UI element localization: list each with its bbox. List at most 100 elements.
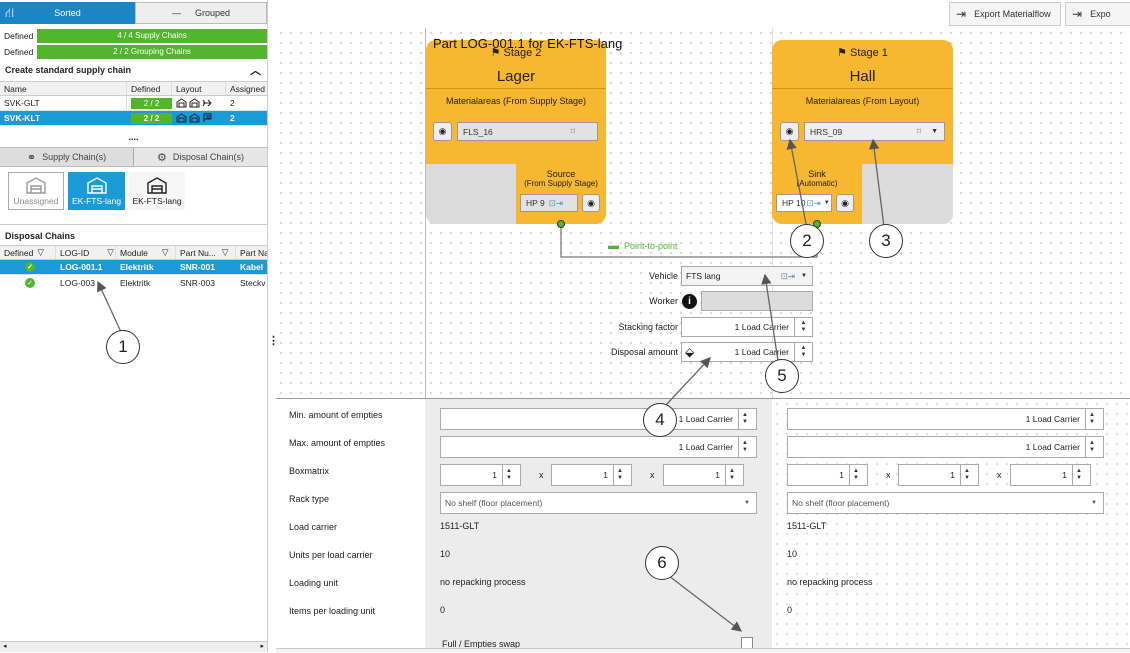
filter-icon[interactable]: ▽ [161, 247, 169, 257]
garage-icon [176, 98, 187, 108]
chevron-down-icon[interactable]: ▼ [801, 273, 807, 279]
stepper[interactable]: ▲▼ [1072, 465, 1090, 485]
min-empties-input[interactable]: 1 Load Carrier▲▼ [787, 408, 1104, 430]
transport-type[interactable]: ▬ Point-to-point [608, 240, 678, 252]
rack-type-select[interactable]: No shelf (floor placement)▼ [440, 492, 757, 514]
boxmatrix-x-input[interactable]: 1▲▼ [787, 464, 868, 486]
garage-icon [147, 177, 167, 194]
chevron-down-icon[interactable]: ▼ [823, 200, 830, 206]
garage-icon [86, 177, 107, 194]
part-title: Part LOG-001.1 for EK-FTS-lang [433, 36, 623, 51]
boxmatrix-y-input[interactable]: 1▲▼ [551, 464, 632, 486]
transfer-icon: ⊡⇥ [806, 197, 821, 208]
layout-unassigned[interactable]: Unassigned [8, 172, 64, 210]
target-icon[interactable]: ◉ [582, 194, 600, 212]
material-area-select[interactable]: FLS_16 ⌑ [457, 122, 598, 141]
stepper[interactable]: ▲▼ [794, 318, 812, 336]
chevron-up-icon[interactable]: ︿ [250, 65, 261, 77]
table-row[interactable]: ✓ LOG-003 Elektritk SNR-003 Steckv [0, 275, 267, 290]
source-block: Source (From Supply Stage) HP 9 ⊡⇥ ◉ [516, 164, 606, 224]
splitter-handle[interactable]: ⋮ [268, 335, 279, 347]
info-icon[interactable]: i [682, 294, 697, 309]
flag-icon [203, 113, 212, 122]
table-row[interactable]: ✓ LOG-001.1 Elektritk SNR-001 Kabel [0, 260, 267, 275]
worker-select[interactable] [701, 291, 813, 311]
arrow-up-icon: ▲ [800, 320, 807, 326]
material-areas-label: Materialareas (From Layout) [805, 96, 920, 106]
tab-disposal-chains[interactable]: ⚙ Disposal Chain(s) [134, 148, 267, 166]
create-supply-chain-header[interactable]: Create standard supply chain ︿ [0, 62, 267, 78]
stepper[interactable]: ▲▼ [725, 465, 743, 485]
stepper[interactable]: ▲▼ [1085, 437, 1103, 457]
max-empties-input[interactable]: 1 Load Carrier▲▼ [440, 436, 757, 458]
more-indicator: .... [128, 132, 139, 142]
stepper[interactable]: ▲▼ [849, 465, 867, 485]
filter-icon[interactable]: ▽ [221, 247, 229, 257]
chevron-down-icon[interactable]: ▼ [744, 500, 750, 506]
stage-hall[interactable]: ⚑ Stage 1 Hall Materialareas (From Layou… [772, 40, 953, 224]
supply-progress-bar: 4 / 4 Supply Chains [37, 28, 267, 43]
table-header: Name Defined Layout Assigned F [0, 81, 267, 96]
stepper[interactable]: ▲▼ [738, 437, 756, 457]
layout-selector: Unassigned EK-FTS-lang EK-FTS-lang [0, 167, 267, 225]
left-panel: ⛙ Sorted — Grouped Defined 4 / 4 Supply … [0, 0, 268, 652]
layout-ek-fts-lang-selected[interactable]: EK-FTS-lang [68, 172, 125, 210]
target-icon[interactable]: ◉ [433, 122, 452, 141]
layout-ek-fts-lang[interactable]: EK-FTS-lang [129, 172, 185, 210]
route-arrow-icon [202, 99, 212, 107]
export-button[interactable]: ⇥ Expo [1065, 2, 1130, 26]
boxmatrix-x-input[interactable]: 1▲▼ [440, 464, 521, 486]
callout-2: 2 [790, 224, 824, 258]
export-materialflow-button[interactable]: ⇥ Export Materialflow [949, 2, 1061, 26]
layout-icons [172, 111, 226, 125]
horizontal-scrollbar[interactable] [276, 648, 1130, 653]
filter-icon[interactable]: ▽ [107, 247, 114, 257]
defined-grouping-row: Defined 2 / 2 Grouping Chains [0, 44, 267, 59]
boxmatrix-y-input[interactable]: 1▲▼ [898, 464, 979, 486]
horizontal-scrollbar[interactable]: ◂ ▸ [0, 641, 267, 652]
callout-5: 5 [765, 359, 799, 393]
filter-icon[interactable]: ▽ [37, 247, 44, 257]
garage-icon [189, 113, 200, 123]
tab-supply-chains[interactable]: ⚭ Supply Chain(s) [0, 148, 134, 166]
tab-sorted[interactable]: ⛙ Sorted [0, 2, 135, 24]
rack-type-select[interactable]: No shelf (floor placement)▼ [787, 492, 1104, 514]
callout-6: 6 [645, 546, 679, 580]
stage-lager[interactable]: ⚑ Stage 2 Lager Materialareas (From Supp… [426, 40, 606, 224]
min-empties-input[interactable]: 1 Load Carrier▲▼ [440, 408, 757, 430]
stepper[interactable]: ▲▼ [502, 465, 520, 485]
chevron-down-icon[interactable]: ▼ [1091, 500, 1097, 506]
vehicle-select[interactable]: FTS lang ⊡⇥ ▼ [681, 266, 813, 286]
boxmatrix-z-input[interactable]: 1▲▼ [663, 464, 744, 486]
chevron-down-icon[interactable]: ▼ [931, 128, 938, 135]
max-empties-input[interactable]: 1 Load Carrier▲▼ [787, 436, 1104, 458]
disposal-amount-input[interactable]: ⬙ 1 Load Carrier ▲▼ [681, 342, 813, 362]
stepper[interactable]: ▲▼ [613, 465, 631, 485]
material-areas-label: Materialareas (From Supply Stage) [445, 96, 587, 106]
flow-canvas[interactable]: ⚑ Stage 2 Lager Materialareas (From Supp… [276, 28, 1130, 398]
node-icon: ⌑ [916, 126, 922, 136]
table-row[interactable]: SVK-GLT 2 / 2 2 [0, 96, 267, 111]
garage-icon [176, 113, 187, 123]
stage-header: ⚑ Stage 2 [490, 47, 542, 59]
callout-3: 3 [869, 224, 903, 258]
table-row[interactable]: SVK-KLT 2 / 2 2 [0, 111, 267, 126]
stepper[interactable]: ▲▼ [738, 409, 756, 429]
table-header: Defined▽ LOG-ID▽ Module▽ Part Nu...▽ Par… [0, 245, 267, 260]
conveyor-icon: ▬ [608, 240, 619, 252]
export-icon: ⇥ [1072, 7, 1083, 21]
stepper[interactable]: ▲▼ [794, 343, 812, 361]
boxmatrix-z-input[interactable]: 1▲▼ [1010, 464, 1091, 486]
chain-tabs: ⚭ Supply Chain(s) ⚙ Disposal Chain(s) [0, 147, 267, 167]
stacking-factor-input[interactable]: 1 Load Carrier ▲▼ [681, 317, 813, 337]
stepper[interactable]: ▲▼ [1085, 409, 1103, 429]
arrow-right-icon[interactable]: ▸ [260, 643, 264, 650]
disposal-chains-header: Disposal Chains [5, 231, 76, 241]
disposal-chain-table: Defined▽ LOG-ID▽ Module▽ Part Nu...▽ Par… [0, 245, 267, 290]
stepper[interactable]: ▲▼ [960, 465, 978, 485]
target-icon[interactable]: ◉ [836, 194, 854, 212]
stage-name: Hall [849, 68, 876, 85]
tab-grouped[interactable]: — Grouped [135, 2, 267, 24]
arrow-left-icon[interactable]: ◂ [3, 643, 7, 650]
handover-point-select[interactable]: HP 9 ⊡⇥ [520, 194, 578, 212]
